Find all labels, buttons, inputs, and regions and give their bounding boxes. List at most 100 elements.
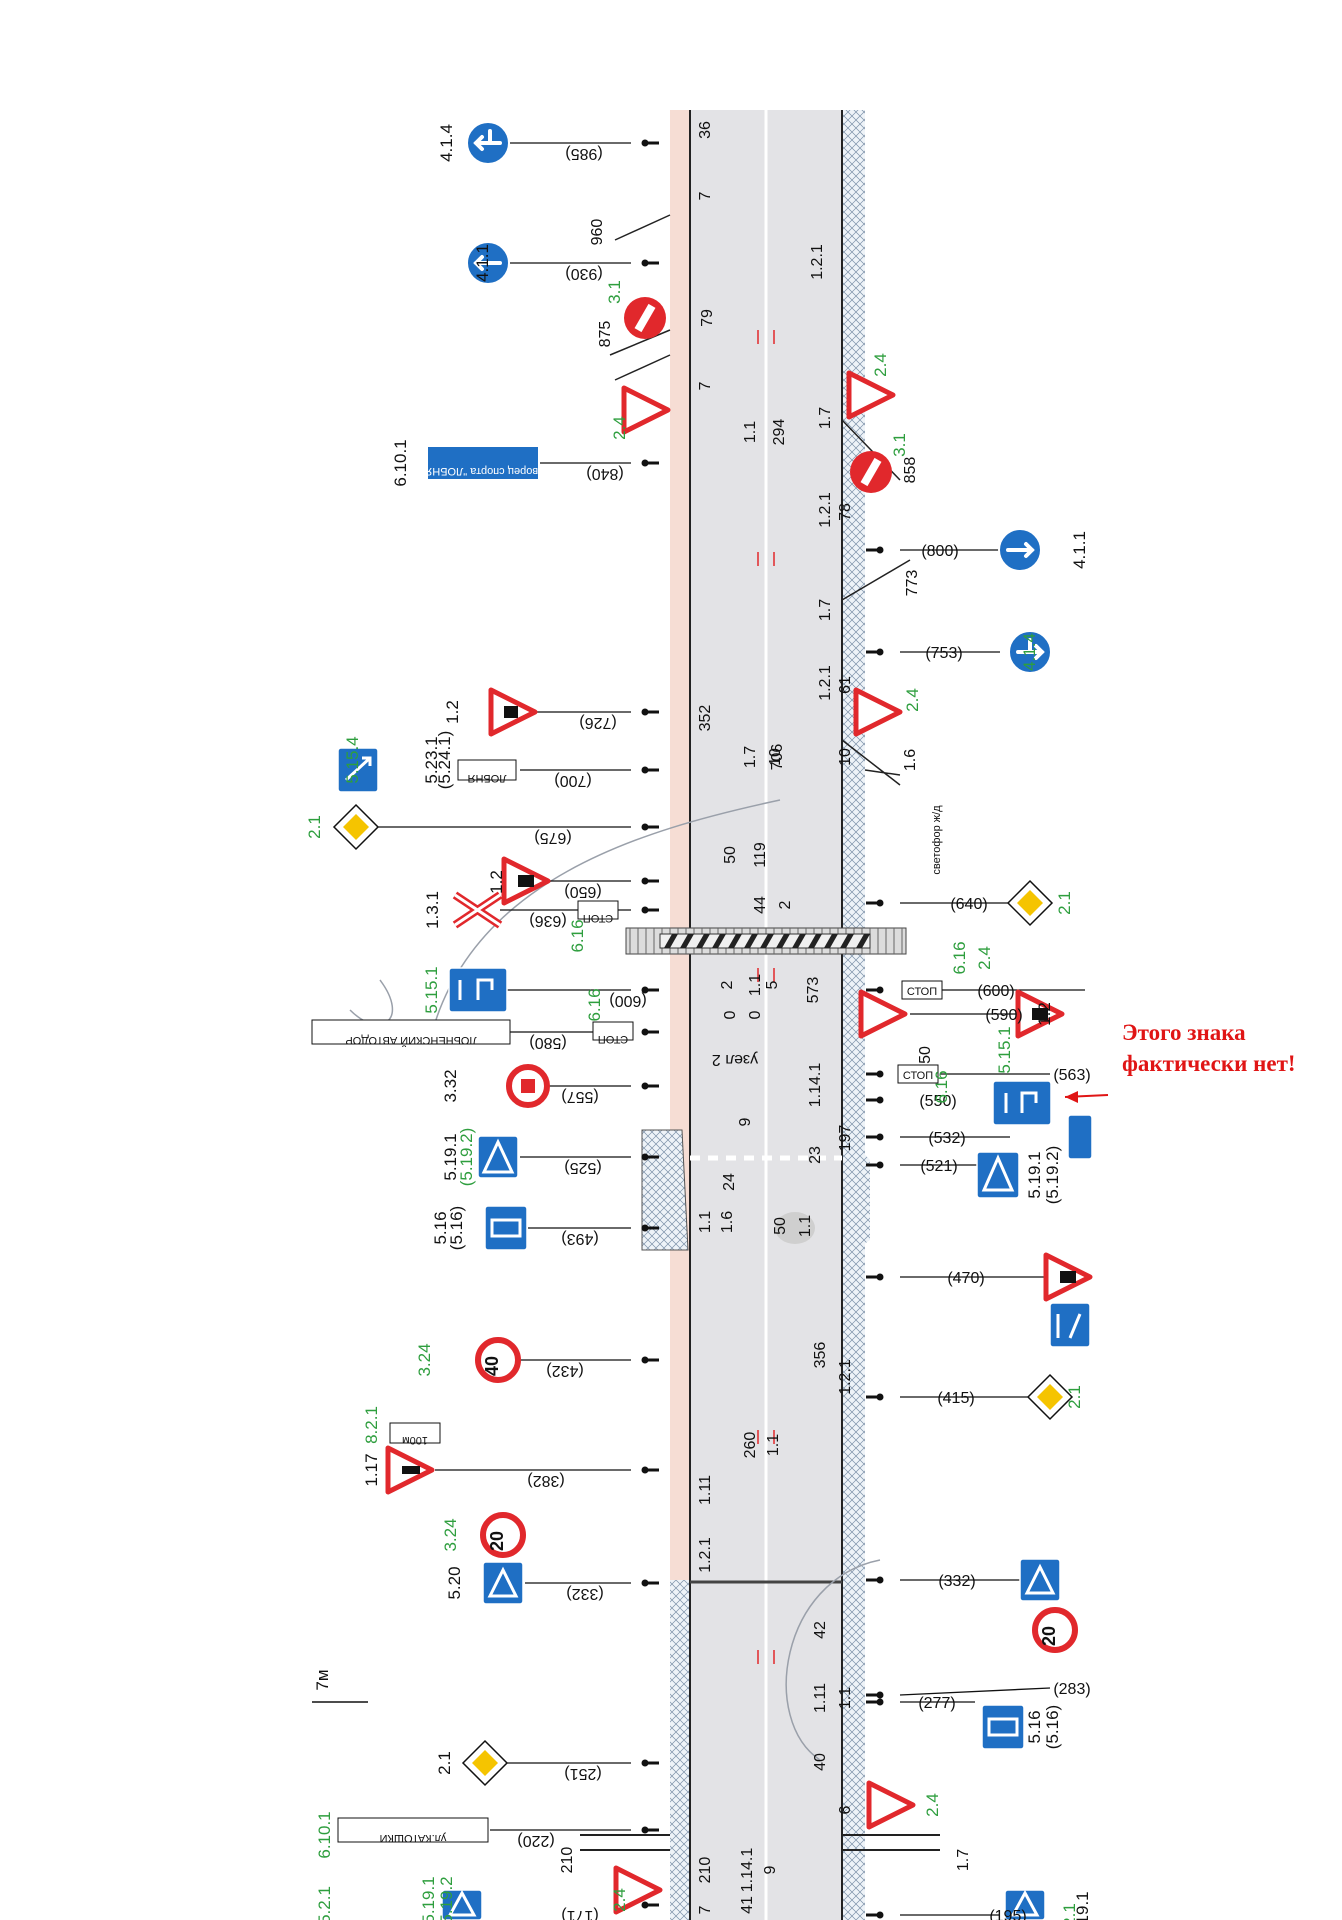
junction-label: узел 2 xyxy=(712,1051,758,1068)
road-marking-label: 0 xyxy=(722,1010,739,1019)
sign-code-left: 2.1 xyxy=(435,1751,454,1775)
main-road-icon xyxy=(332,803,380,851)
station-label-left: (580) xyxy=(529,1034,566,1051)
speed-value: 40 xyxy=(482,1356,502,1376)
panel-pictogram xyxy=(458,978,494,1000)
yield-icon xyxy=(613,1865,663,1915)
sign-panel xyxy=(976,1151,1020,1199)
road-marking-label: 210 xyxy=(697,1857,714,1884)
station-label-left: (840) xyxy=(586,465,623,482)
direction-plate-katoshki-text: ул.КАТОШКИ xyxy=(380,1832,447,1844)
station-label-left: (171) xyxy=(561,1907,598,1920)
road-marking-label: 7 xyxy=(697,381,714,390)
road-marking-label: 1.1 xyxy=(797,1215,814,1237)
road-marking-label: 1.2.1 xyxy=(809,244,826,280)
sign-code-left: 2.4 xyxy=(610,1888,629,1912)
triangle-pictogram xyxy=(1032,1008,1048,1020)
crossing-stripe xyxy=(824,934,838,948)
station-label-left: (493) xyxy=(561,1230,598,1247)
right-bus-pocket xyxy=(842,1130,870,1260)
sign-code-right: 2.4 xyxy=(923,1793,942,1817)
sign-code-right: 2.4 xyxy=(903,688,922,712)
triangle-pictogram xyxy=(1060,1271,1076,1283)
panel-pictogram xyxy=(447,1889,477,1917)
sign-code-left: 5.15.1 xyxy=(422,966,441,1013)
straight-or-right-icon xyxy=(466,121,510,165)
triangle-sign xyxy=(858,989,908,1039)
sign-layer: Дворец спорта "ЛОБНЯ"ЛОБНЯСТОПЛОБНЕНСКИЙ… xyxy=(311,121,1109,1920)
speed-ring xyxy=(475,1337,521,1383)
diamond-core xyxy=(1017,890,1043,916)
station-label-left: (600) xyxy=(609,992,646,1009)
sign-code-right: 5.19.1 xyxy=(1025,1151,1044,1198)
no-entry-bar xyxy=(634,303,656,333)
stop-plate-text: СТОП xyxy=(903,1070,933,1082)
road-marking-label: 42 xyxy=(812,1621,829,1639)
pedestrian-crossing-icon xyxy=(441,1889,483,1920)
crossing-stripe xyxy=(680,934,694,948)
pedestrian-zone-icon xyxy=(1019,1558,1061,1602)
crossing-stripe xyxy=(696,934,710,948)
triangle-sign xyxy=(866,1780,916,1830)
road-marking-label: 6 xyxy=(837,1805,854,1814)
yield-icon xyxy=(846,370,896,420)
sign-code-right: 1.2 xyxy=(1035,1002,1054,1026)
road-marking-label: 773 xyxy=(904,570,921,597)
station-label-right: (283) xyxy=(1053,1681,1090,1698)
crossing-stripe xyxy=(728,934,742,948)
sign-code-left: 6.16 xyxy=(568,919,587,952)
left-sidewalk-lower xyxy=(670,1580,690,1920)
road-marking-label: 10 xyxy=(837,748,854,766)
main-road-icon xyxy=(1006,879,1054,927)
sign-code-right: 5.15.1 xyxy=(995,1026,1014,1073)
triangle-sign xyxy=(613,1865,663,1915)
right-sidewalk xyxy=(842,110,865,1920)
side-road-left-bottom xyxy=(580,1834,670,1851)
lane-direction-icon xyxy=(1049,1302,1091,1348)
sign-code-right: 2.1 xyxy=(1060,1903,1079,1920)
panel-pictogram xyxy=(1004,1091,1038,1113)
road-marking-label: 0 xyxy=(747,1010,764,1019)
station-label-right: (415) xyxy=(937,1390,974,1407)
road-marking-label: 7 xyxy=(697,191,714,200)
stop-plate xyxy=(577,900,619,920)
name-plate-lobnya-text: ЛОБНЯ xyxy=(468,772,507,784)
lane-direction-icon xyxy=(448,967,508,1013)
stop-plate xyxy=(592,1021,634,1041)
rail-cross-white xyxy=(454,893,501,927)
pedestrian-zone-icon xyxy=(482,1561,524,1605)
level-crossing-barrier-icon xyxy=(1015,989,1065,1039)
sign-panel xyxy=(484,1205,528,1251)
triangle-pictogram xyxy=(518,875,534,887)
road-marking-label: 197 xyxy=(837,1125,854,1152)
island xyxy=(775,1212,815,1244)
straight-or-right-icon xyxy=(1008,630,1052,674)
road-marking-label: 1.11 xyxy=(812,1683,829,1713)
panel-pictogram xyxy=(1056,1313,1082,1339)
sign-panel xyxy=(981,1704,1025,1750)
road-marking-label: 1.7 xyxy=(955,1849,972,1871)
road-marking-label: 5 xyxy=(764,980,781,989)
station-label-right: (332) xyxy=(938,1573,975,1590)
arrow-icon xyxy=(1006,542,1035,558)
road-marking-label: 1.7 xyxy=(817,599,834,621)
pedestrian-crossing-icon xyxy=(1004,1889,1046,1920)
road-marking-label: 858 xyxy=(902,457,919,484)
pencil-circle xyxy=(349,979,393,1026)
crossing-stripe xyxy=(856,934,870,948)
bus-stop-icon xyxy=(484,1205,528,1251)
panel-pictogram xyxy=(487,1566,519,1598)
station-label-right: (195) xyxy=(989,1908,1026,1920)
station-label-right: (470) xyxy=(947,1270,984,1287)
triangle-pictogram xyxy=(402,1466,420,1474)
road-marking-label: 356 xyxy=(812,1342,829,1369)
panel-pictogram xyxy=(481,1138,515,1174)
station-label-right: (521) xyxy=(920,1158,957,1175)
speed-ring xyxy=(480,1512,526,1558)
side-road-line xyxy=(609,329,671,356)
station-label-left: (557) xyxy=(561,1088,598,1105)
road-marking-label: 10 xyxy=(767,748,784,766)
sign-code-left: 3.32 xyxy=(441,1069,460,1102)
station-label-right: (753) xyxy=(925,645,962,662)
